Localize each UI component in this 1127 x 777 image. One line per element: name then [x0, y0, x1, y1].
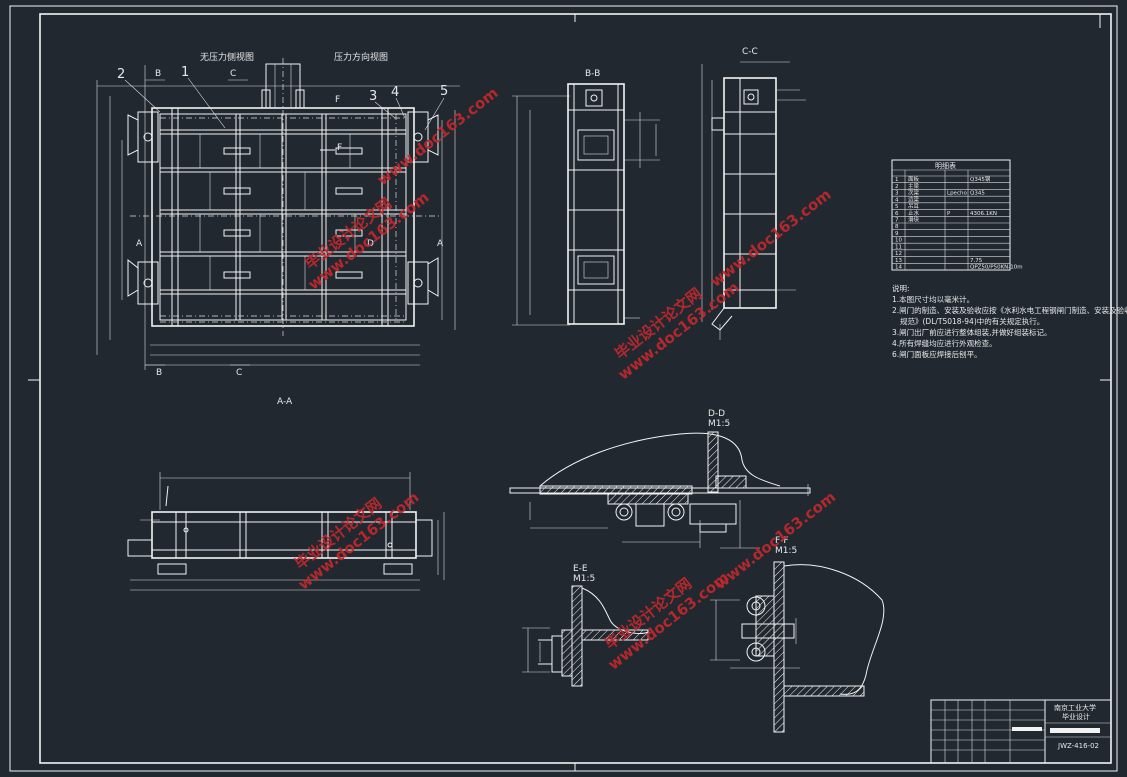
note-item-6: 6.闸门面板应焊接后刨平。: [892, 349, 982, 359]
balloon-3: 3: [369, 89, 377, 104]
section-bb-label: B-B: [585, 69, 600, 79]
section-dd-view: D-D M1:5: [509, 409, 811, 549]
parts-cell-spec: Lpecho: [947, 191, 967, 197]
section-ff-scale: M1:5: [775, 546, 797, 556]
parts-cell-no: 8: [895, 224, 899, 230]
title-block-school: 南京工业大学: [1054, 703, 1096, 712]
parts-cell-no: 4: [895, 197, 899, 203]
parts-cell-spec: P: [947, 211, 951, 217]
parts-cell-name: 吊耳: [908, 203, 920, 210]
note-item-1: 1.本图尺寸均以毫米计。: [892, 294, 974, 304]
parts-cell-note: 4306.1KN: [970, 211, 997, 217]
parts-cell-name: 止水: [908, 209, 920, 217]
section-marker-f-top: F: [335, 95, 340, 105]
note-item-2: 2.闸门的制造、安装及验收应按《水利水电工程钢闸门制造、安装及验收: [892, 305, 1127, 315]
balloon-2: 2: [117, 67, 125, 82]
notes-heading: 说明:: [892, 283, 910, 293]
note-item-2b: 规范》(DL/T5018-94)中的有关规定执行。: [900, 316, 1044, 326]
parts-cell-no: 1: [895, 177, 899, 183]
parts-cell-no: 2: [895, 184, 899, 190]
parts-cell-note: QPZ50/P50KN-10m: [970, 265, 1023, 271]
parts-cell-note: Q345钢: [970, 175, 991, 183]
front-elevation-view: 无压力侧视图 压力方向视图 2 1 3 4 5 B C B C F F A A …: [96, 51, 460, 378]
parts-cell-no: 6: [895, 211, 899, 217]
balloon-4: 4: [391, 85, 399, 100]
section-marker-b-bottom: B: [156, 368, 162, 378]
drawing-frame: [9, 5, 1118, 772]
section-cc-label: C-C: [742, 47, 758, 57]
section-marker-d: D: [367, 239, 374, 249]
parts-cell-no: 13: [895, 258, 902, 264]
section-marker-b-top: B: [155, 69, 161, 79]
notes-block: 说明: 1.本图尺寸均以毫米计。 2.闸门的制造、安装及验收应按《水利水电工程钢…: [892, 283, 1127, 359]
title-block-drawing-no: JWZ-416-02: [1057, 742, 1099, 750]
title-block-sub: 毕业设计: [1062, 712, 1090, 721]
note-item-3: 3.闸门出厂前应进行整体组装,并做好组装标记。: [892, 327, 1052, 337]
parts-cell-no: 14: [895, 265, 902, 271]
section-marker-c-bottom: C: [236, 368, 242, 378]
section-marker-a-right: A: [437, 239, 444, 249]
parts-cell-name: 面板: [908, 175, 920, 183]
parts-cell-name: 主梁: [908, 182, 920, 190]
parts-cell-no: 11: [895, 244, 902, 250]
section-marker-a: A: [136, 239, 143, 249]
parts-cell-no: 5: [895, 204, 899, 210]
balloon-1: 1: [181, 65, 189, 80]
front-right-title: 压力方向视图: [334, 51, 388, 63]
parts-cell-no: 10: [895, 238, 902, 244]
section-ee-scale: M1:5: [573, 574, 595, 584]
section-marker-c-top: C: [230, 69, 236, 79]
balloon-5: 5: [440, 84, 448, 99]
section-cc-view: C-C: [701, 47, 806, 340]
section-ff-label: F-F: [775, 536, 789, 546]
section-dd-label: D-D: [708, 409, 725, 419]
section-aa-view: A-A: [127, 397, 445, 591]
parts-table-title: 明细表: [935, 161, 956, 170]
section-ff-view: F-F M1:5: [710, 536, 885, 733]
parts-cell-note: Q345: [970, 191, 985, 197]
parts-cell-no: 9: [895, 231, 899, 237]
title-block: 南京工业大学 毕业设计 JWZ-416-02: [930, 699, 1112, 764]
section-dd-scale: M1:5: [708, 419, 730, 429]
parts-cell-no: 7: [895, 218, 899, 224]
parts-cell-name: 滑块: [908, 216, 920, 224]
parts-cell-note: 7.75: [970, 258, 983, 264]
parts-cell-no: 12: [895, 251, 902, 257]
parts-cell-name: 次梁: [908, 189, 920, 197]
section-bb-view: B-B: [512, 69, 660, 326]
note-item-4: 4.所有焊缝均应进行外观检查。: [892, 338, 997, 348]
parts-cell-name: 边梁: [908, 195, 920, 203]
section-ee-view: E-E M1:5: [522, 564, 649, 687]
section-ee-label: E-E: [573, 564, 588, 574]
parts-cell-no: 3: [895, 191, 899, 197]
front-left-title: 无压力侧视图: [200, 51, 254, 63]
section-aa-label: A-A: [277, 397, 293, 407]
watermark-url-4: www.doc163.com: [707, 185, 835, 290]
